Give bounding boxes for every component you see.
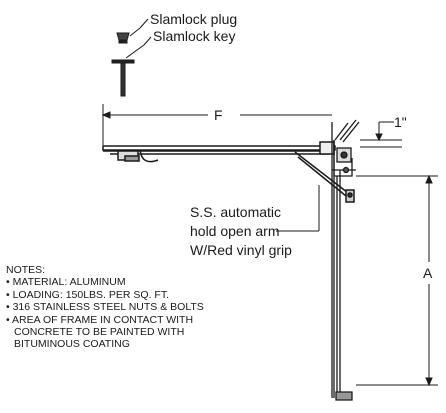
arm-callout-line1: S.S. automatic: [190, 204, 282, 220]
dimension-f-label: F: [211, 107, 226, 123]
note-item: • AREA OF FRAME IN CONTACT WITH: [6, 313, 194, 326]
slamlock-key-label: Slamlock key: [153, 28, 236, 44]
hatch-cover: [102, 141, 336, 163]
arm-callout-line2: hold open arm: [190, 223, 280, 239]
note-item: • MATERIAL: ALUMINUM: [6, 276, 126, 289]
frame-section: [331, 119, 360, 401]
hold-open-arm: [294, 151, 355, 203]
slamlock-key-icon: [111, 36, 152, 97]
slamlock-plug-label: Slamlock plug: [150, 11, 238, 27]
slamlock-plug-icon: [116, 18, 149, 44]
arm-leader-line: [276, 185, 320, 232]
notes-heading: NOTES:: [6, 264, 46, 276]
dimension-a-label: A: [420, 265, 436, 281]
arm-callout-line3: W/Red vinyl grip: [190, 242, 292, 258]
dimension-1in-line: [360, 121, 402, 148]
note-item: • 316 STAINLESS STEEL NUTS & BOLTS: [6, 301, 204, 314]
notes-block: NOTES: • MATERIAL: ALUMINUM • LOADING: 1…: [6, 264, 204, 351]
note-item: • LOADING: 150LBS. PER SQ. FT.: [6, 288, 169, 301]
dimension-a-line: [356, 174, 438, 387]
dimension-f-line: [101, 104, 332, 145]
note-item: BITUMINOUS COATING: [14, 338, 130, 351]
notes-list: • MATERIAL: ALUMINUM • LOADING: 150LBS. …: [6, 276, 204, 350]
note-item: CONCRETE TO BE PAINTED WITH: [14, 326, 185, 339]
dimension-1in-label: 1": [394, 114, 407, 130]
